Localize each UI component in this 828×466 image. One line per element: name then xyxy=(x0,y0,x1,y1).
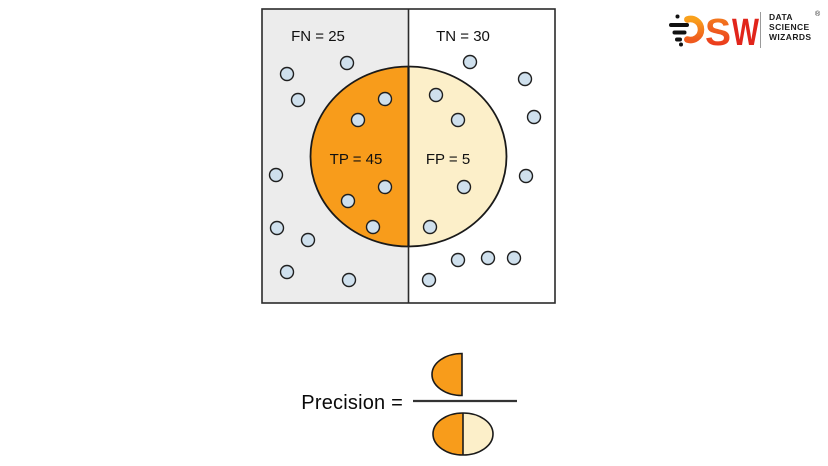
data-point-dot-tn xyxy=(517,71,533,87)
data-point-dot-tp xyxy=(350,112,366,128)
fn-label: FN = 25 xyxy=(291,28,345,45)
logo-speed-dash-short-icon xyxy=(675,37,682,42)
logo-speed-dash-long-icon xyxy=(669,23,689,27)
data-point-dot-tn xyxy=(462,54,478,70)
logo-speed-dot-bottom-icon xyxy=(679,42,683,47)
data-point-dot-fn xyxy=(300,232,316,248)
logo-speed-dash-mid-icon xyxy=(672,30,687,35)
logo-letter-w: W xyxy=(732,12,759,54)
dsw-logo-mark-svg: S W xyxy=(669,12,759,54)
tp-label: TP = 45 xyxy=(329,151,383,168)
data-point-dot-tn xyxy=(506,250,522,266)
data-point-dot-fn xyxy=(339,55,355,71)
logo-d-arc-icon xyxy=(684,15,705,44)
tp-half-circle xyxy=(310,66,409,247)
data-point-dot-fn xyxy=(269,220,285,236)
data-point-dot-tp xyxy=(377,91,393,107)
data-point-dot-tp xyxy=(365,219,381,235)
tn-label: TN = 30 xyxy=(436,28,490,45)
data-point-dot-fp xyxy=(456,179,472,195)
data-point-dot-fn xyxy=(290,92,306,108)
precision-formula-label: Precision = xyxy=(301,392,403,414)
dsw-logo: S W DATA SCIENCE WIZARDS ® xyxy=(655,5,825,55)
data-point-dot-tp xyxy=(377,179,393,195)
data-point-dot-fn xyxy=(279,66,295,82)
logo-speed-dot-top-icon xyxy=(675,14,680,19)
data-point-dot-tp xyxy=(340,193,356,209)
data-point-dot-tn xyxy=(421,272,437,288)
data-point-dot-fp xyxy=(422,219,438,235)
logo-word-science: SCIENCE xyxy=(769,22,810,32)
fp-half-circle xyxy=(408,66,507,247)
logo-word-data: DATA xyxy=(769,12,793,22)
data-point-dot-fp xyxy=(450,112,466,128)
data-point-dot-tn xyxy=(450,252,466,268)
logo-wordmark: DATA SCIENCE WIZARDS xyxy=(769,12,811,42)
dots-layer xyxy=(268,54,542,288)
denominator-fp-half xyxy=(463,413,493,455)
data-point-dot-tn xyxy=(526,109,542,125)
data-point-dot-tn xyxy=(518,168,534,184)
registered-trademark-symbol: ® xyxy=(815,11,821,18)
denominator-tp-half xyxy=(433,413,463,455)
logo-letter-s: S xyxy=(705,12,731,54)
fp-label: FP = 5 xyxy=(425,151,471,168)
numerator-tp-half-disc xyxy=(431,352,463,397)
logo-word-wizards: WIZARDS xyxy=(769,32,812,42)
data-point-dot-tn xyxy=(480,250,496,266)
logo-divider-line xyxy=(760,12,761,48)
data-point-dot-fn xyxy=(279,264,295,280)
data-point-dot-fp xyxy=(428,87,444,103)
data-point-dot-fn xyxy=(268,167,284,183)
data-point-dot-fn xyxy=(341,272,357,288)
